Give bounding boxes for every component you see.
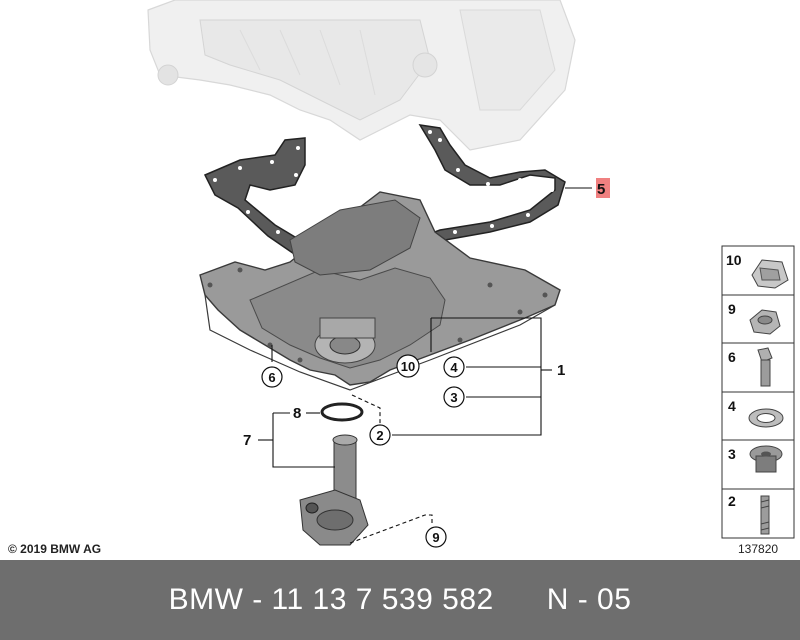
svg-text:9: 9 <box>432 530 439 545</box>
part-number-caption: BMW - 11 13 7 539 582 N - 05 <box>168 583 632 616</box>
svg-text:3: 3 <box>450 390 457 405</box>
clip-icon <box>751 259 789 289</box>
callout-9: 9 <box>425 526 447 548</box>
leader-lines <box>258 187 592 544</box>
parts-diagram: 5 1 7 8 6 10 4 3 2 9 10 <box>147 0 795 548</box>
legend-item-2: 2 <box>728 493 770 535</box>
svg-text:4: 4 <box>728 398 736 414</box>
washer-icon <box>748 408 784 428</box>
svg-text:3: 3 <box>728 446 736 462</box>
callout-10: 10 <box>396 354 420 378</box>
legend-item-9: 9 <box>728 301 781 335</box>
svg-text:10: 10 <box>401 359 415 374</box>
oil-level-sensor <box>299 434 369 546</box>
callout-7: 7 <box>243 432 251 449</box>
svg-text:6: 6 <box>268 370 275 385</box>
callout-6: 6 <box>261 366 283 388</box>
svg-text:9: 9 <box>728 301 736 317</box>
callout-5: 5 <box>596 178 610 198</box>
copyright-notice: © 2019 BMW AG <box>8 542 102 556</box>
oil-pan <box>199 191 561 391</box>
legend-item-10: 10 <box>726 252 789 289</box>
svg-text:5: 5 <box>597 181 605 198</box>
callout-2: 2 <box>369 424 391 446</box>
svg-text:6: 6 <box>728 349 736 365</box>
diagram-id: 137820 <box>738 542 779 556</box>
footer-bar: BMW - 11 13 7 539 582 N - 05 <box>0 560 800 640</box>
svg-text:4: 4 <box>450 360 458 375</box>
callout-8: 8 <box>293 405 301 422</box>
parts-legend: 10 9 6 4 <box>721 245 795 539</box>
hex-nut-icon <box>749 309 781 335</box>
svg-text:2: 2 <box>376 428 383 443</box>
o-ring <box>320 402 364 422</box>
svg-text:2: 2 <box>728 493 736 509</box>
bolt-icon <box>757 347 773 387</box>
legend-item-3: 3 <box>728 445 783 473</box>
drain-plug-icon <box>749 445 783 473</box>
callout-1: 1 <box>557 362 565 379</box>
callout-3: 3 <box>443 386 465 408</box>
svg-text:10: 10 <box>726 252 742 268</box>
legend-item-4: 4 <box>728 398 784 428</box>
engine-block <box>147 0 576 151</box>
legend-item-6: 6 <box>728 347 773 387</box>
stud-icon <box>760 495 770 535</box>
callout-4: 4 <box>443 356 465 378</box>
